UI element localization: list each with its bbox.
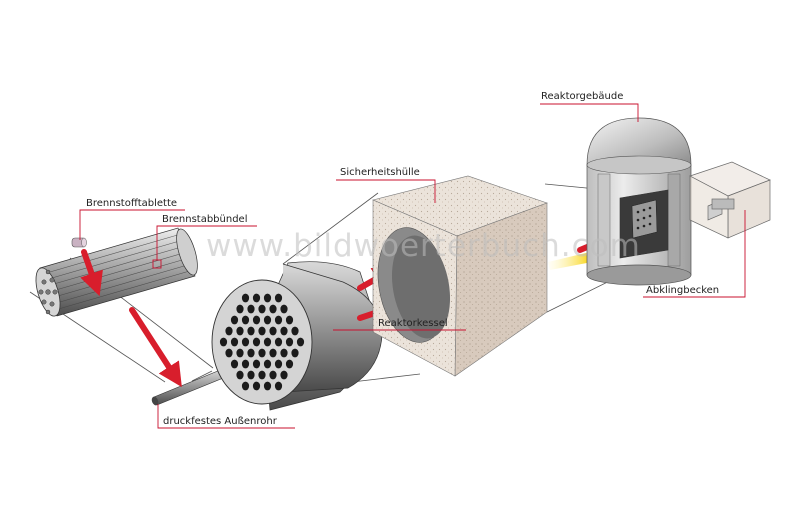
vessel-tube-hole bbox=[230, 315, 239, 325]
vessel-tube-hole bbox=[280, 348, 288, 358]
vessel-tube-hole bbox=[258, 304, 266, 314]
label-spent-fuel-pool: Abklingbecken bbox=[646, 285, 720, 296]
vessel-tube-hole bbox=[274, 315, 283, 325]
vessel-tube-hole bbox=[252, 315, 261, 325]
vessel-tube-hole bbox=[247, 370, 255, 380]
vessel-tube-hole bbox=[236, 326, 244, 336]
vessel-tube-hole bbox=[291, 326, 299, 336]
energy-glow bbox=[548, 252, 592, 270]
vessel-tube-hole bbox=[241, 293, 250, 303]
vessel-tube-hole bbox=[263, 359, 272, 369]
vessel-tube-hole bbox=[274, 337, 283, 347]
vessel-tube-hole bbox=[285, 337, 294, 347]
vessel-tube-hole bbox=[252, 293, 261, 303]
vessel-tube-hole bbox=[269, 304, 277, 314]
vessel-tube-hole bbox=[219, 337, 228, 347]
label-reactor-building: Reaktorgebäude bbox=[541, 91, 624, 102]
vessel-tube-hole bbox=[236, 304, 244, 314]
vessel-tube-hole bbox=[263, 293, 272, 303]
label-fuel-pellet: Brennstofftablette bbox=[86, 198, 178, 209]
vessel-tube-hole bbox=[291, 348, 299, 358]
watermark-text: www.bildwoerterbuch.com bbox=[206, 228, 641, 264]
vessel-tube-hole bbox=[285, 315, 294, 325]
vessel-tube-hole bbox=[252, 337, 261, 347]
vessel-tube-hole bbox=[285, 359, 294, 369]
vessel-tube-hole bbox=[236, 370, 244, 380]
vessel-tube-hole bbox=[247, 348, 255, 358]
label-containment: Sicherheitshülle bbox=[340, 167, 420, 178]
label-fuel-bundle: Brennstabbündel bbox=[162, 214, 248, 225]
vessel-tube-hole bbox=[263, 381, 272, 391]
containment-block-illustration bbox=[372, 175, 548, 377]
vessel-tube-hole bbox=[274, 381, 283, 391]
vessel-tube-holes bbox=[219, 293, 305, 391]
fuel-bundle-illustration bbox=[35, 227, 198, 317]
vessel-tube-hole bbox=[241, 315, 250, 325]
vessel-tube-hole bbox=[247, 304, 255, 314]
vessel-tube-hole bbox=[280, 326, 288, 336]
vessel-tube-hole bbox=[225, 348, 233, 358]
vessel-tube-hole bbox=[274, 293, 283, 303]
vessel-tube-hole bbox=[247, 326, 255, 336]
vessel-tube-hole bbox=[252, 359, 261, 369]
vessel-tube-hole bbox=[241, 337, 250, 347]
vessel-tube-hole bbox=[241, 381, 250, 391]
label-reactor-vessel: Reaktorkessel bbox=[378, 318, 448, 329]
vessel-tube-hole bbox=[258, 326, 266, 336]
vessel-tube-hole bbox=[225, 326, 233, 336]
vessel-tube-hole bbox=[269, 370, 277, 380]
vessel-tube-hole bbox=[252, 381, 261, 391]
reactor-vessel-illustration bbox=[211, 261, 383, 411]
vessel-tube-hole bbox=[274, 359, 283, 369]
vessel-tube-hole bbox=[230, 337, 239, 347]
vessel-tube-hole bbox=[263, 337, 272, 347]
vessel-tube-hole bbox=[258, 370, 266, 380]
label-pressure-tube: druckfestes Außenrohr bbox=[163, 416, 277, 427]
vessel-tube-hole bbox=[263, 315, 272, 325]
vessel-tube-hole bbox=[258, 348, 266, 358]
vessel-tube-hole bbox=[230, 359, 239, 369]
vessel-tube-hole bbox=[241, 359, 250, 369]
label-leader-lines bbox=[79, 103, 746, 429]
fuel-pellet-illustration bbox=[71, 237, 87, 248]
vessel-tube-hole bbox=[269, 348, 277, 358]
vessel-tube-hole bbox=[236, 348, 244, 358]
vessel-tube-hole bbox=[296, 337, 305, 347]
vessel-tube-hole bbox=[280, 370, 288, 380]
vessel-tube-hole bbox=[269, 326, 277, 336]
vessel-tube-hole bbox=[280, 304, 288, 314]
spent-fuel-pool-illustration bbox=[689, 161, 771, 239]
